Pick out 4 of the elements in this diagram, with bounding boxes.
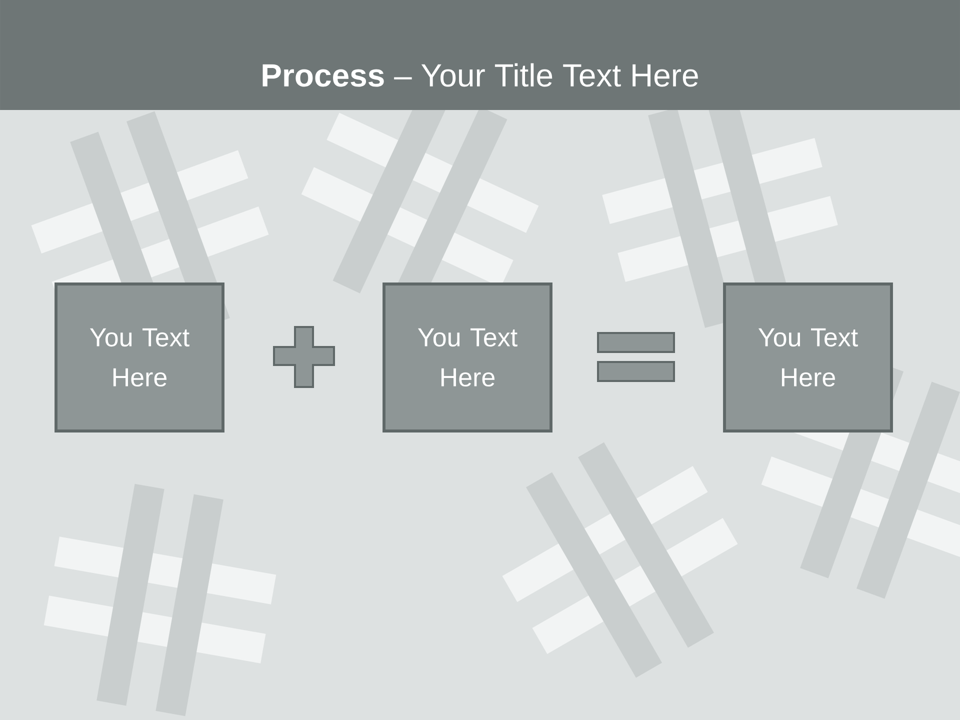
- text-box: You Text Here: [54, 282, 224, 432]
- text-box: You Text Here: [382, 282, 552, 432]
- title: Process – Your Title Text Here: [262, 63, 698, 87]
- text-box: You Text Here: [723, 282, 893, 432]
